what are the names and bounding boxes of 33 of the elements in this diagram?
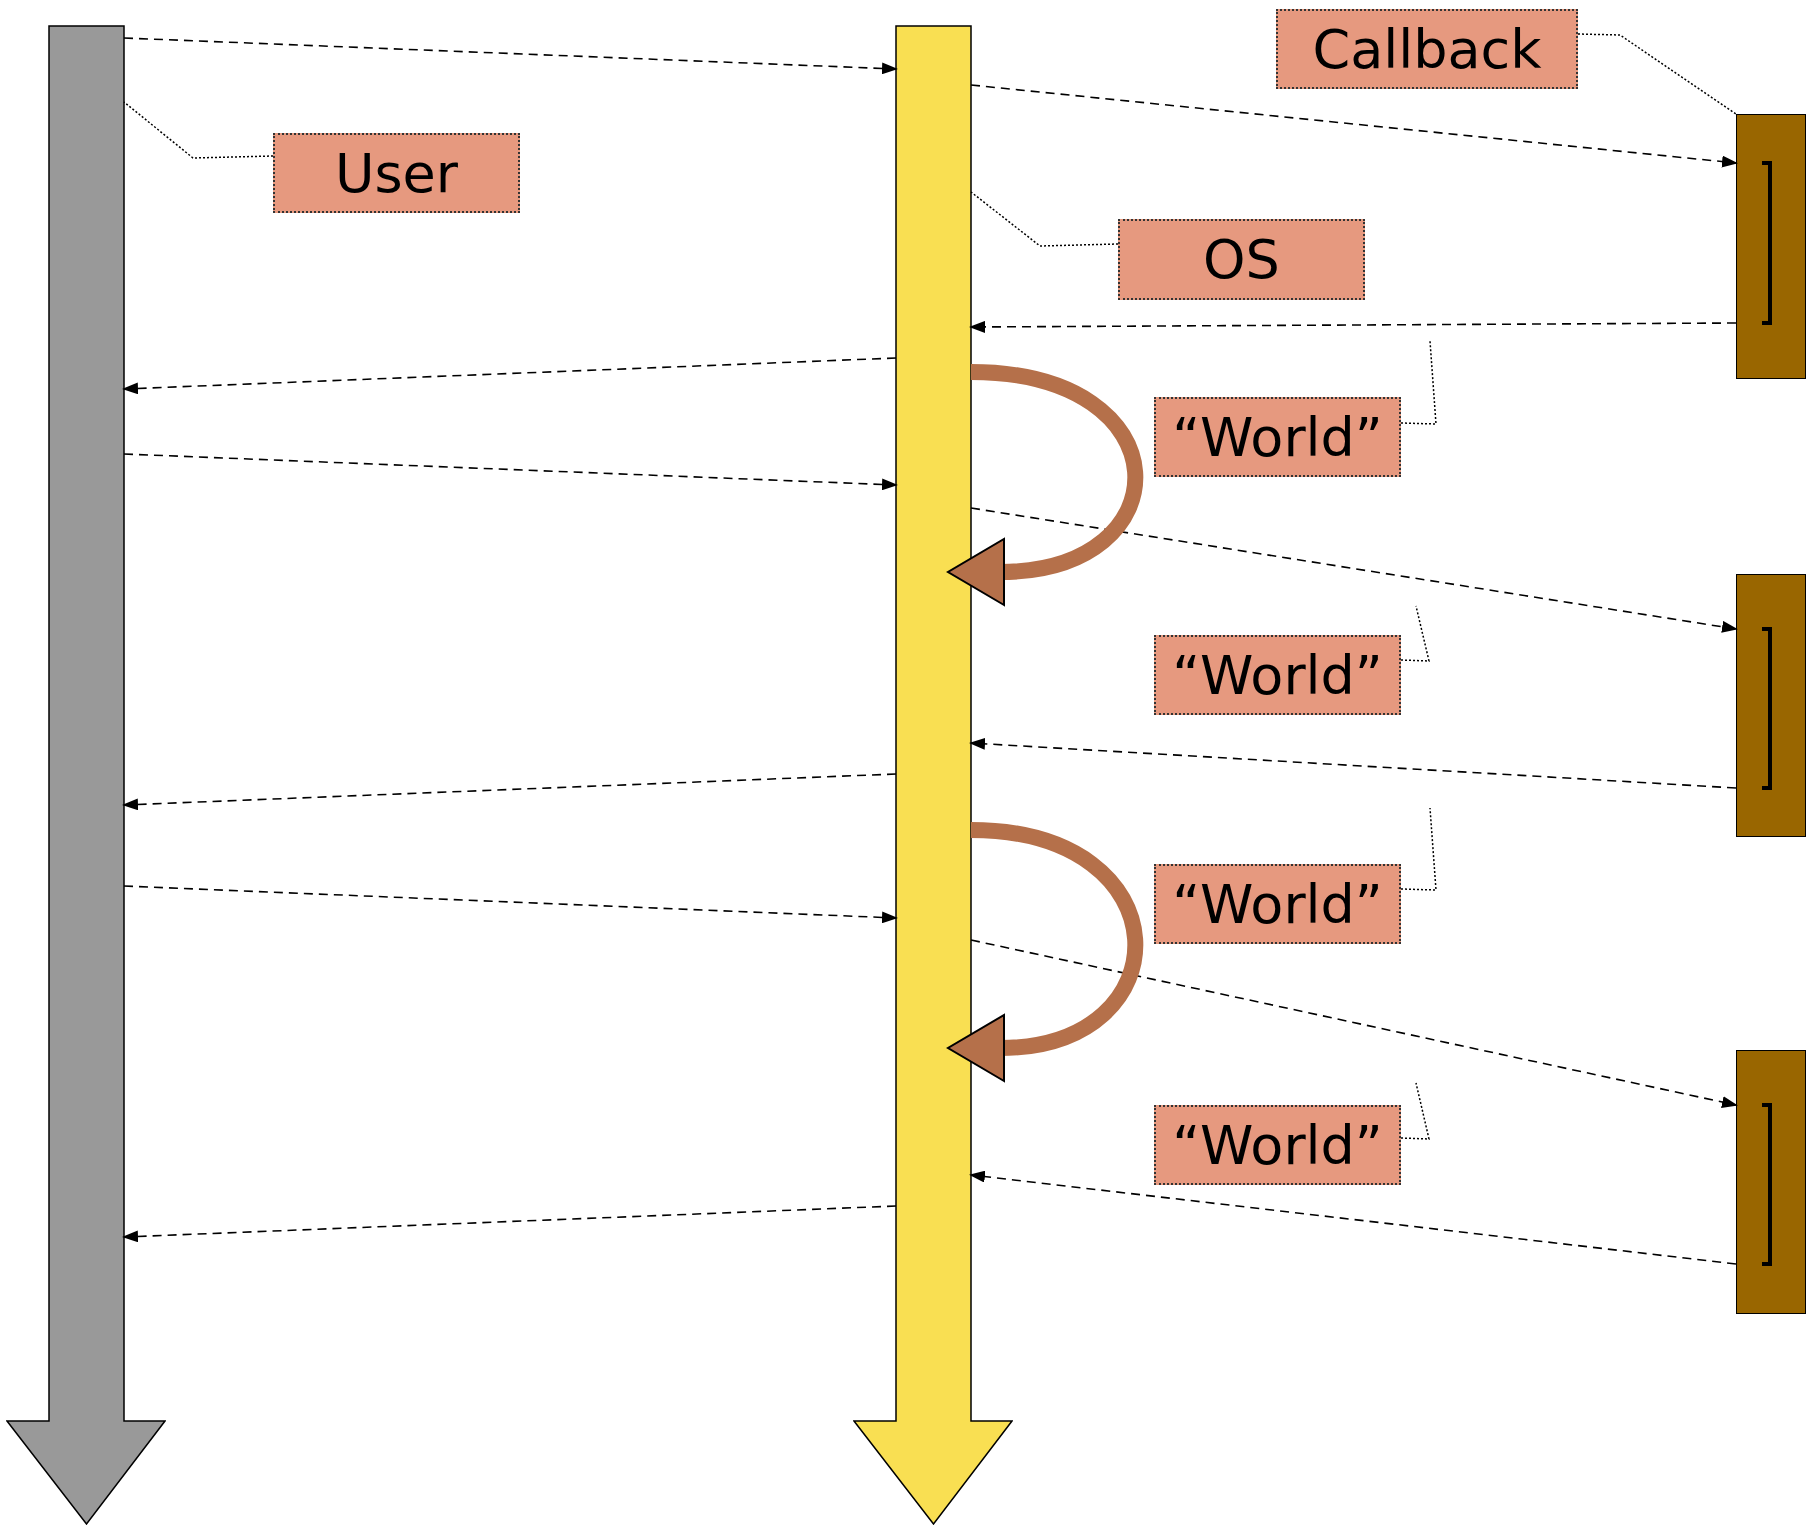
lifeline-label: “World”: [1154, 635, 1401, 715]
message-arrow: [123, 37, 898, 75]
lifeline-label: User: [273, 133, 520, 213]
lifeline-label: “World”: [1154, 397, 1401, 477]
activation-box: [1736, 114, 1806, 379]
lifeline-label: OS: [1118, 219, 1365, 300]
message-arrow: [969, 320, 1737, 333]
lifeline-arrow: [6, 25, 166, 1525]
message-arrow: [970, 939, 1738, 1108]
message-arrow: [970, 507, 1738, 633]
message-arrow: [123, 453, 898, 491]
leader-line: [1400, 605, 1430, 662]
lifeline-label: Callback: [1276, 9, 1578, 89]
message-arrow: [122, 357, 897, 395]
message-arrow: [122, 773, 897, 811]
leader-line: [970, 191, 1119, 247]
lifeline-label: “World”: [1154, 864, 1401, 944]
activation-box: [1736, 1050, 1806, 1314]
lifeline-arrow: [853, 25, 1013, 1525]
curved-arrow: [947, 822, 1144, 1082]
message-arrow: [123, 885, 898, 924]
curved-arrow: [947, 364, 1143, 606]
message-arrow: [969, 737, 1737, 789]
leader-line: [123, 101, 274, 159]
activation-box: [1736, 574, 1806, 837]
leader-line: [1400, 1082, 1430, 1140]
message-arrow: [969, 1170, 1737, 1265]
leader-line: [1400, 340, 1437, 425]
lifeline-label: “World”: [1154, 1105, 1401, 1185]
message-arrow: [970, 84, 1738, 168]
leader-line: [1400, 807, 1437, 891]
leader-line: [1577, 33, 1737, 115]
message-arrow: [122, 1205, 897, 1243]
